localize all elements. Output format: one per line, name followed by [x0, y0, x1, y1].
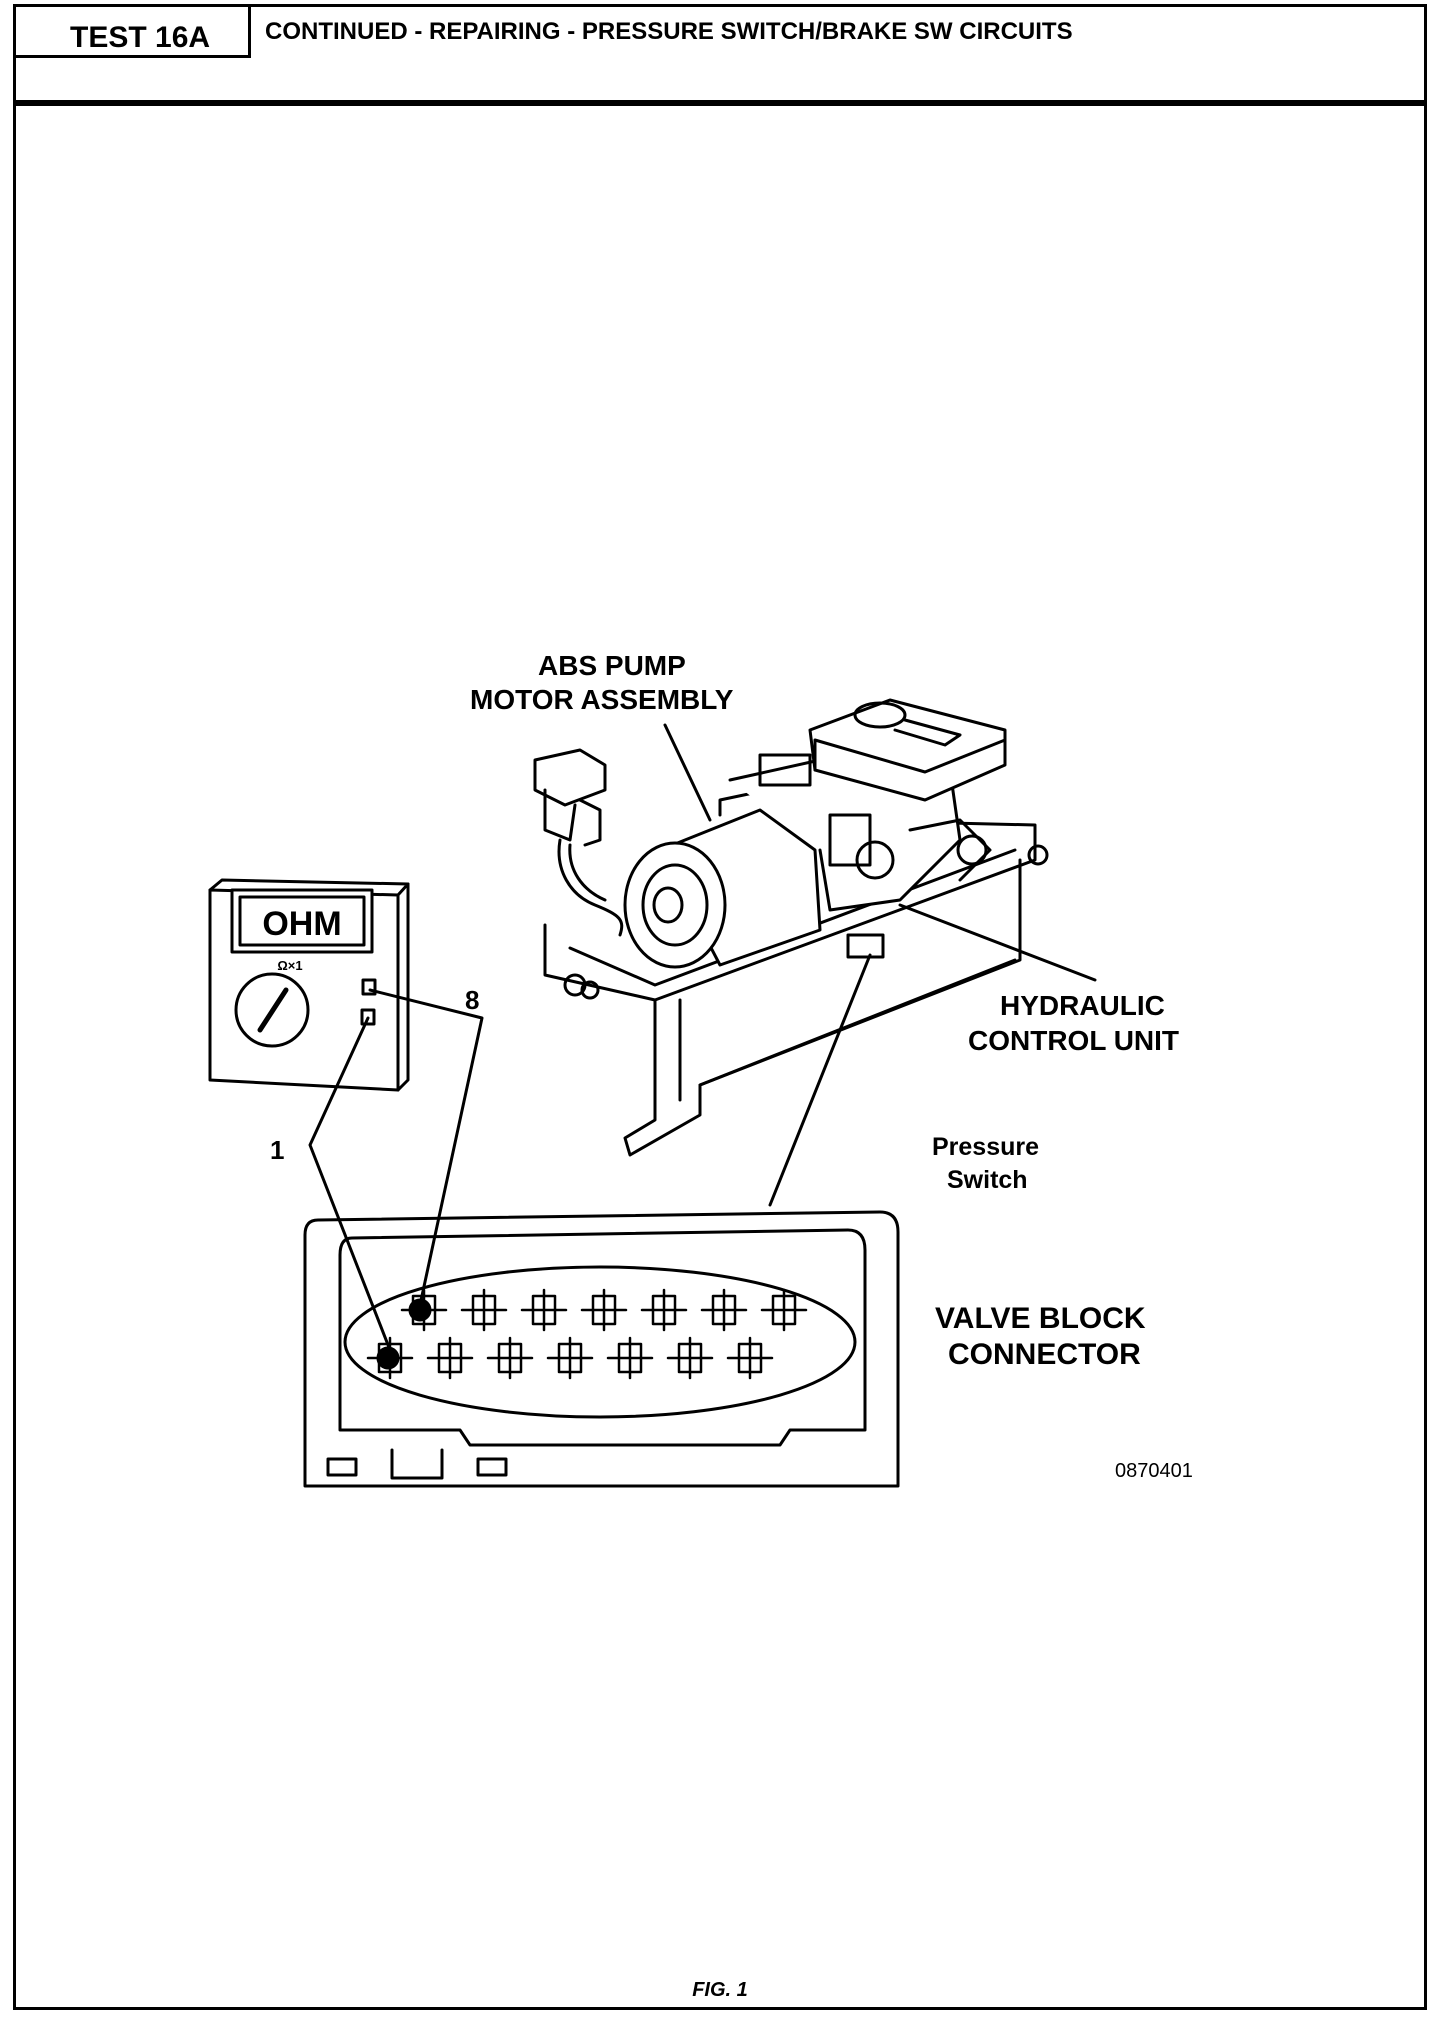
pin-1-probe — [376, 1346, 400, 1370]
test-id: TEST 16A — [70, 21, 211, 54]
leader-pressure-switch — [768, 953, 872, 1207]
test-id-box: TEST 16A — [13, 4, 251, 58]
label-hcu-2: CONTROL UNIT — [968, 1025, 1180, 1056]
header-title: CONTINUED - REPAIRING - PRESSURE SWITCH/… — [265, 18, 1073, 45]
lead-1 — [308, 1016, 392, 1352]
meter-range: Ω×1 — [277, 958, 302, 973]
header-divider — [16, 100, 1424, 103]
pump-motor — [623, 778, 832, 969]
figure-caption: FIG. 1 — [692, 1979, 748, 2001]
pin-row-bottom — [366, 1336, 774, 1380]
figure-number: 0870401 — [1115, 1460, 1193, 1482]
label-pressure-2: Switch — [947, 1166, 1028, 1194]
meter-display: OHM — [262, 905, 341, 943]
label-hcu-1: HYDRAULIC — [1000, 990, 1165, 1021]
harness-connector — [533, 748, 624, 937]
reservoir — [808, 698, 1007, 802]
leader-abs-pump — [663, 723, 712, 822]
connector-pins — [366, 1288, 808, 1380]
label-valve-1: VALVE BLOCK — [935, 1302, 1146, 1335]
pin-8-label: 8 — [465, 985, 480, 1015]
valve-block-connector — [303, 1210, 900, 1488]
label-pressure-1: Pressure — [932, 1133, 1040, 1161]
pin-1-label: 1 — [270, 1135, 285, 1165]
pressure-switch — [846, 933, 885, 959]
label-abs-pump-2: MOTOR ASSEMBLY — [470, 684, 734, 715]
label-valve-2: CONNECTOR — [948, 1338, 1141, 1371]
leader-hcu — [898, 903, 1097, 982]
lead-8 — [368, 988, 484, 1307]
pin-row-top — [400, 1288, 808, 1332]
pin-8-probe — [408, 1298, 432, 1322]
label-abs-pump-1: ABS PUMP — [538, 650, 686, 681]
ohmmeter — [208, 878, 410, 1092]
